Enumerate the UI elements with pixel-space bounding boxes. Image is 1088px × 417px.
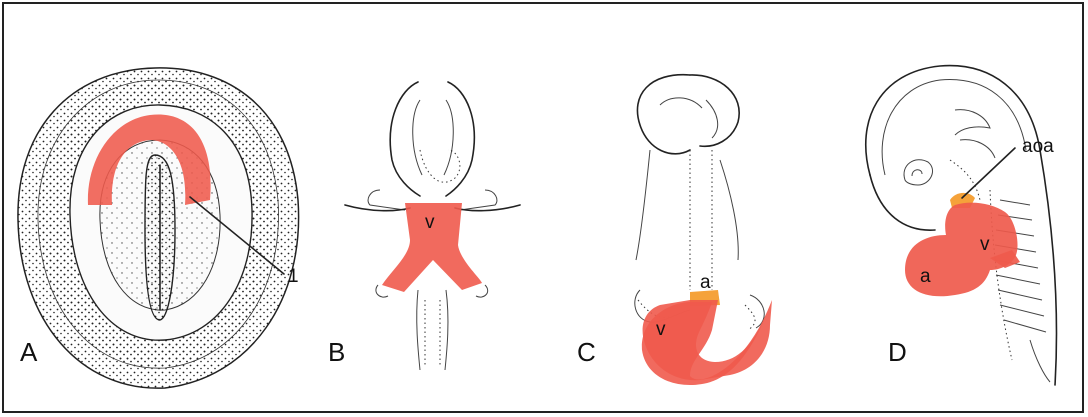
panel-label-a: A (20, 337, 38, 367)
panel-label-c: C (577, 337, 596, 367)
label-aoa: aoa (1022, 136, 1054, 157)
panel-label-d: D (888, 337, 907, 367)
panel-c: v a C (577, 75, 772, 385)
label-v-b: v (425, 212, 435, 233)
panel-b: v B (328, 82, 520, 370)
panel-label-b: B (328, 337, 345, 367)
label-a-d: a (920, 266, 931, 287)
label-v-d: v (980, 234, 990, 255)
leader-line-aoa (962, 148, 1015, 198)
panel-d: aoa v a D (866, 66, 1057, 385)
panel-a: 1 A (18, 68, 299, 388)
heart-body-c (642, 300, 772, 385)
label-a-c: a (700, 272, 711, 293)
label-1: 1 (288, 266, 299, 287)
label-v-c: v (656, 319, 666, 340)
